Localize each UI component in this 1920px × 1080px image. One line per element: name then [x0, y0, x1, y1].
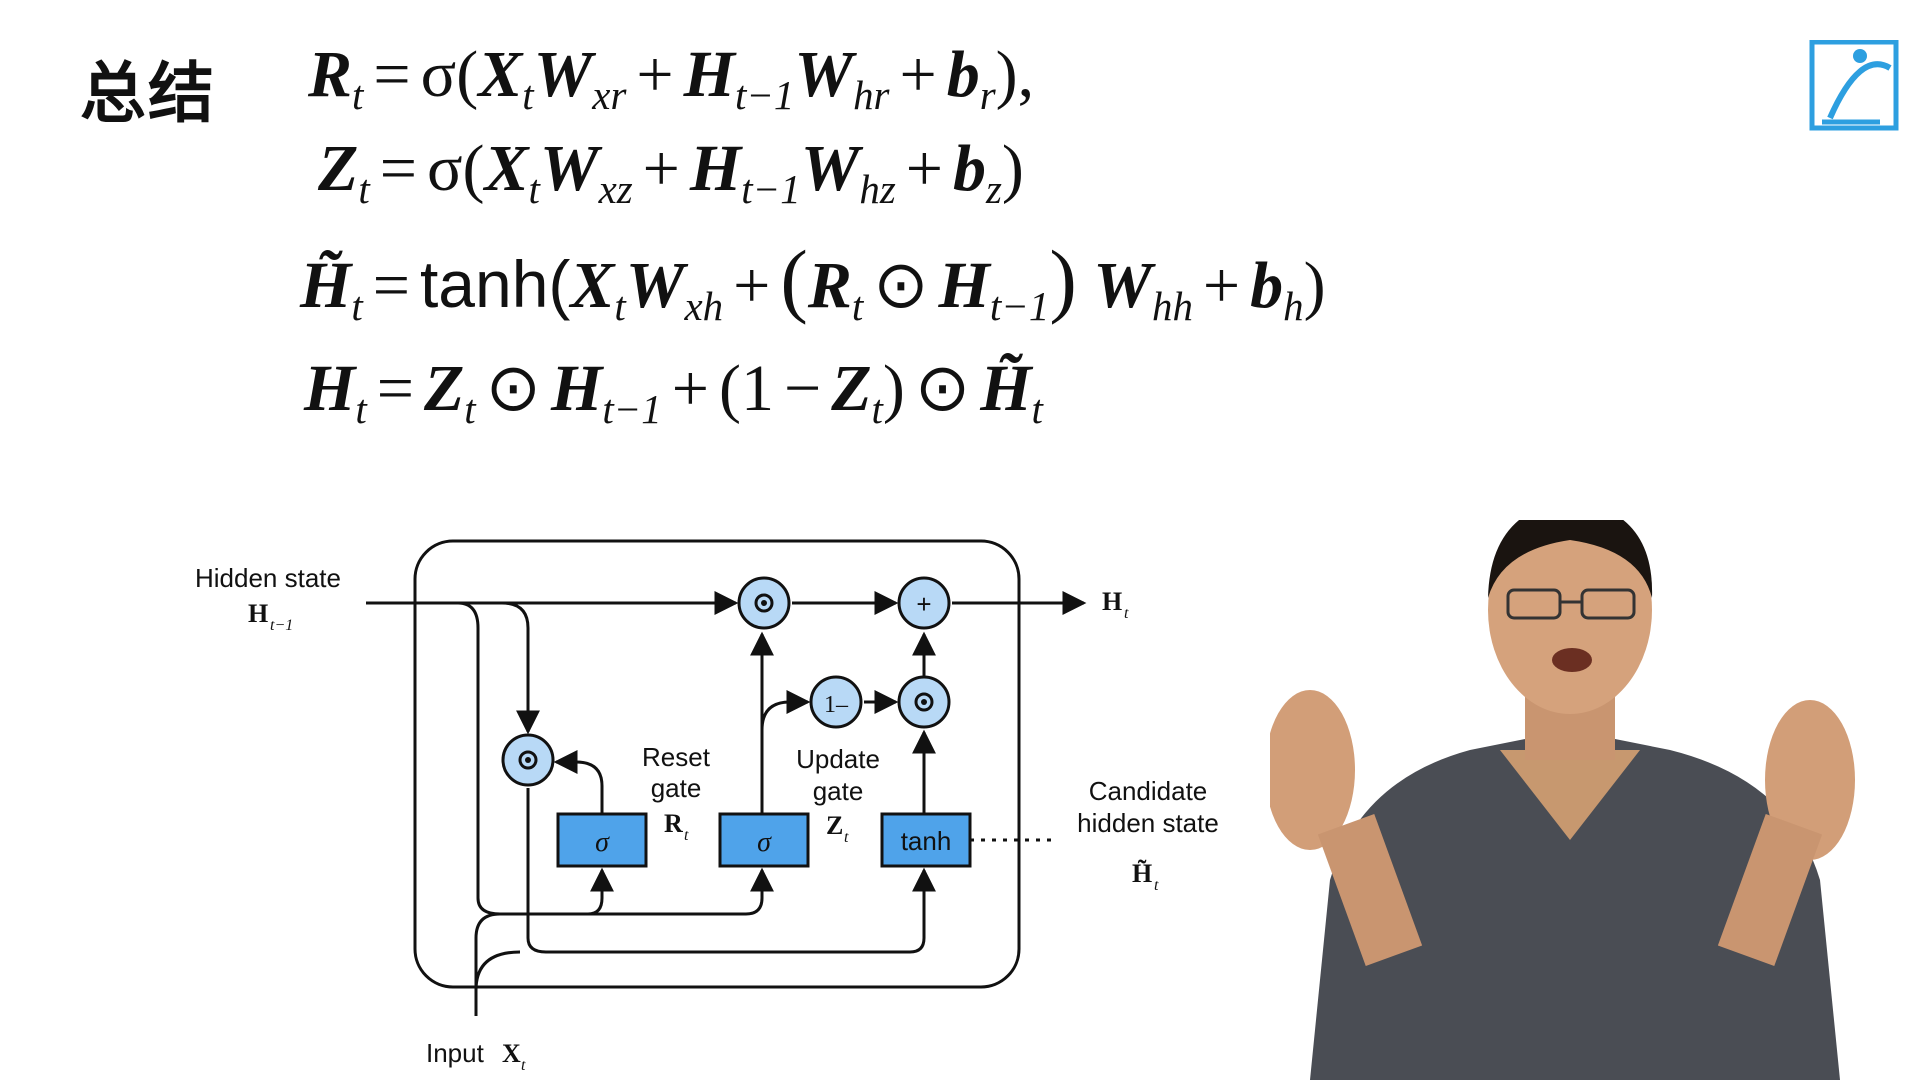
- one-minus-symbol: 1–: [824, 692, 849, 718]
- candidate-symbol-sub: t: [1154, 877, 1159, 894]
- update-symbol: Z: [826, 811, 843, 840]
- reset-symbol: R: [664, 809, 683, 838]
- reset-gate-box: [556, 812, 648, 868]
- candidate-symbol: H̃: [1132, 859, 1152, 888]
- reset-to-mult: [553, 750, 604, 814]
- reset-mult-to-tanh: [526, 788, 936, 954]
- equation-reset-gate: Rt=σ(XtWxr+Ht−1Whr+br),: [308, 38, 1035, 119]
- update-symbol-sub: t: [844, 829, 849, 846]
- candidate-label-1: Candidate: [1089, 776, 1208, 806]
- reset-symbol-sub: t: [684, 827, 689, 844]
- input-symbol: X: [502, 1039, 521, 1068]
- one-minus-node: [809, 675, 863, 729]
- input-symbol-sub: t: [521, 1057, 526, 1074]
- h-to-reset-mult: [501, 601, 540, 735]
- output-h-sub: t: [1124, 605, 1129, 622]
- update-gate-label-1: Update: [796, 744, 880, 774]
- plus-node: [897, 576, 951, 630]
- update-gate-label-2: gate: [813, 776, 864, 806]
- h-prev-sub: t−1: [270, 617, 293, 634]
- reset-gate-label-2: gate: [651, 773, 702, 803]
- tanh-label: tanh: [901, 826, 952, 856]
- candidate-label-2: hidden state: [1077, 808, 1219, 838]
- plus-symbol: +: [916, 589, 931, 619]
- update-gate-box: [718, 812, 810, 868]
- equation-candidate-state: H̃t=tanh(XtWxh+(Rt⊙Ht−1) Whh+bh): [300, 233, 1326, 330]
- page-title: 总结: [80, 55, 216, 132]
- update-sigma-label: σ: [757, 827, 772, 858]
- presenter-video: [1270, 520, 1855, 1080]
- h-prev-symbol: H: [248, 599, 268, 628]
- output-h-symbol: H: [1102, 587, 1122, 616]
- reset-sigma-label: σ: [595, 827, 610, 858]
- h-down-to-gates: [457, 601, 774, 916]
- input-to-tanh: [474, 950, 521, 991]
- watermark-logo: [1560, 39, 1900, 140]
- equation-hidden-state: Ht=Zt⊙Ht−1+(1−Zt)⊙H̃t: [304, 352, 1043, 433]
- hidden-state-label: Hidden state: [195, 563, 341, 593]
- reset-gate-label-1: Reset: [642, 742, 711, 772]
- update-to-one-minus: [760, 690, 811, 731]
- input-label: Input: [426, 1038, 485, 1068]
- equation-update-gate: Zt=σ(XtWxz+Ht−1Whz+bz): [318, 132, 1024, 213]
- input-to-reset: [474, 867, 614, 939]
- tanh-box: [880, 812, 972, 868]
- gru-cell-boundary: [413, 539, 1021, 989]
